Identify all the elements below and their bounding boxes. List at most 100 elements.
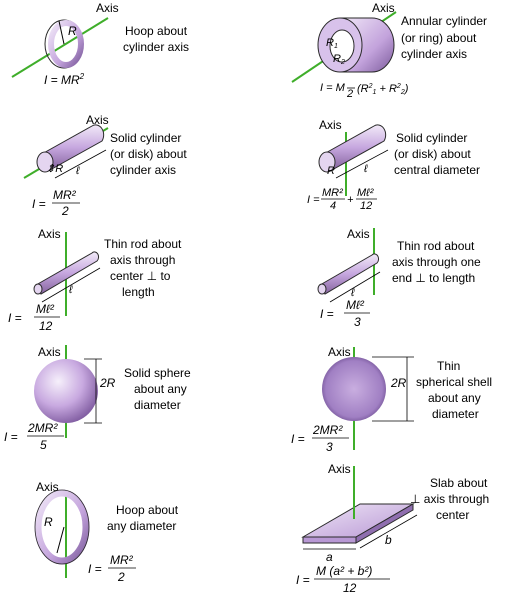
description-line-3: central diameter (394, 163, 480, 177)
rod-end (33, 283, 43, 295)
description-line-1: Thin rod about (104, 237, 182, 251)
description-line-1: Slab about (430, 476, 488, 490)
length-dim (54, 149, 107, 179)
length-label: ℓ (68, 284, 73, 296)
formula-prefix: I = (296, 573, 310, 587)
description-line-1: Solid sphere (124, 366, 191, 380)
description-line-1: Solid cylinder (110, 131, 181, 145)
panel-hoop-cylinder-axis: R Axis Hoop about cylinder axis I = MR2 (11, 1, 189, 87)
description-line-1: Thin rod about (397, 239, 475, 253)
formula-prefix: I = (88, 562, 102, 576)
axis-line (11, 17, 109, 78)
length-label: ℓ (75, 165, 80, 177)
formula-numerator: 2MR² (312, 423, 343, 437)
panel-hoop-diameter: R Axis Hoop about any diameter I = MR² 2 (34, 480, 179, 584)
description-line-1: Thin (437, 359, 460, 373)
formula-prefix: I = (4, 430, 18, 444)
radius-arrow (58, 20, 65, 45)
dim-label: 2R (99, 376, 116, 390)
radius-label: R (68, 24, 77, 38)
rod-end (317, 283, 327, 295)
r2-label: R2 (333, 53, 345, 66)
panel-solid-cylinder-diameter: ℓ R Axis Solid cylinder (or disk) about … (307, 118, 480, 212)
axis-label: Axis (38, 345, 61, 359)
description-line-3: center ⊥ to (110, 269, 171, 283)
a-label: a (326, 550, 333, 564)
axis-label: Axis (328, 345, 351, 359)
formula: I = MR2 (44, 72, 85, 87)
hoop-inner-edge (48, 20, 84, 68)
description-line-1: Annular cylinder (401, 14, 487, 28)
dim-label: 2R (390, 376, 407, 390)
length-label: ℓ (363, 163, 368, 175)
radius-label: ⇕R (46, 163, 63, 175)
formula-denominator: 2 (117, 570, 125, 584)
description-line-2: any diameter (107, 519, 176, 533)
axis-label: Axis (319, 118, 342, 132)
r1-label: R1 (326, 37, 338, 50)
description-line-3: diameter (134, 398, 181, 412)
formula-numerator: M (a² + b²) (316, 564, 372, 578)
description-line-2: (or ring) about (401, 31, 477, 45)
formula-paren: (R21 + R22) (357, 83, 409, 96)
formula-denominator: 2 (61, 204, 69, 218)
description-line-4: length (122, 285, 155, 299)
formula-prefix: I = (32, 197, 46, 211)
formula-denominator: 5 (40, 438, 47, 452)
hoop-outline (34, 489, 90, 565)
formula-denominator: 3 (354, 315, 361, 329)
rod-body (35, 251, 100, 295)
formula-numerator-2: Mℓ² (357, 187, 374, 199)
formula-denominator: 12 (343, 581, 357, 595)
formula-rest: 2 (346, 88, 353, 100)
length-label: ℓ (350, 287, 355, 299)
radius-arrow (56, 526, 65, 554)
slab-top (301, 503, 415, 538)
panel-thin-rod-center: ℓ Axis Thin rod about axis through cente… (8, 227, 182, 333)
hoop-shape (34, 489, 90, 565)
panel-slab: a b Axis Slab about ⊥ axis through cente… (296, 462, 489, 595)
axis-label: Axis (86, 113, 109, 127)
formula-denominator-1: 4 (330, 200, 336, 212)
formula-prefix: I = (307, 194, 320, 206)
formula-denominator: 3 (326, 440, 333, 454)
formula-plus: + (347, 194, 354, 206)
panel-annular-cylinder: R1 R2 Axis Annular cylinder (or ring) ab… (291, 1, 487, 100)
cylinder-body (39, 124, 105, 171)
dim-b (359, 514, 418, 549)
radius-label: R (327, 165, 335, 177)
formula: I = M (320, 82, 346, 94)
formula-numerator: 2MR² (27, 421, 58, 435)
description-line-1: Solid cylinder (396, 131, 467, 145)
formula-denominator-2: 12 (360, 200, 372, 212)
description-line-2: axis through one (392, 255, 481, 269)
length-dim (329, 271, 381, 303)
panel-solid-sphere: 2R Axis Solid sphere about any diameter … (4, 345, 191, 452)
description-line-3: cylinder axis (110, 163, 176, 177)
formula-prefix: I = (320, 307, 334, 321)
rod-body (319, 253, 380, 295)
description-line-2: axis through (110, 253, 175, 267)
panel-solid-cylinder-axis: ℓ ⇕R Axis Solid cylinder (or disk) about… (23, 113, 187, 218)
formula-numerator: Mℓ² (36, 302, 55, 316)
b-label: b (385, 533, 392, 547)
panel-thin-spherical-shell: 2R Axis Thin spherical shell about any d… (291, 345, 492, 454)
slab-front (302, 536, 357, 544)
description-line-2: cylinder axis (123, 40, 189, 54)
formula-numerator: MR² (53, 188, 77, 202)
ring-hole (329, 29, 355, 63)
description-line-3: end ⊥ to length (392, 271, 475, 285)
cylinder-body (321, 124, 387, 171)
description-line-3: cylinder axis (401, 47, 467, 61)
formula-numerator: MR² (110, 553, 134, 567)
shell-shape (322, 357, 386, 421)
description-line-2: (or disk) about (110, 147, 187, 161)
description-line-2: ⊥ axis through (410, 492, 489, 506)
formula-numerator: Mℓ² (346, 298, 365, 312)
description-line-3: center (436, 508, 469, 522)
description-line-3: about any (428, 391, 481, 405)
description-line-2: (or disk) about (394, 147, 471, 161)
length-dim (41, 267, 101, 303)
formula-denominator: 12 (39, 319, 53, 333)
